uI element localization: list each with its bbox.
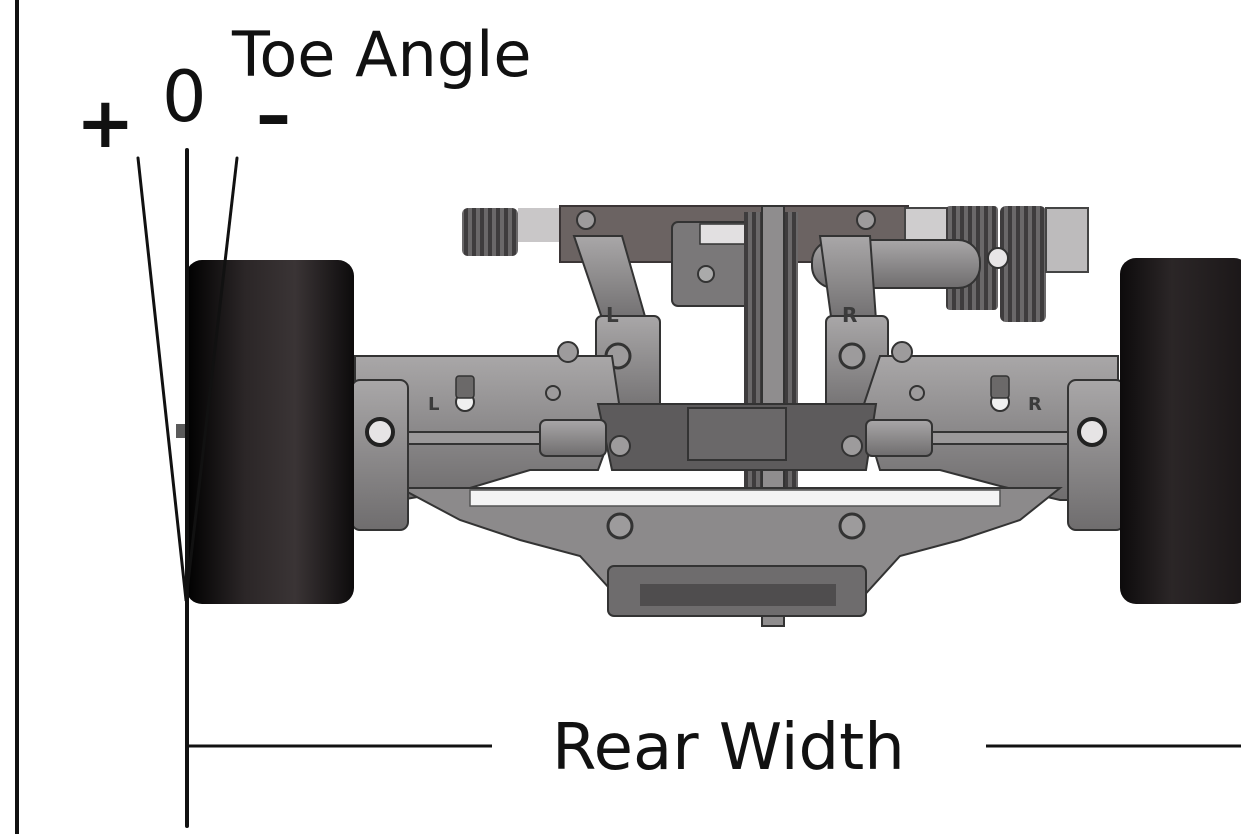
toe-minus-label: – <box>256 74 291 156</box>
upper-right-mark: R <box>842 303 857 327</box>
upper-arms: L R <box>572 235 889 419</box>
toe-angle-label: Toe Angle <box>232 18 532 91</box>
left-tire <box>186 260 354 604</box>
upper-gear-assembly <box>462 205 1089 322</box>
toe-minus-line <box>184 156 239 602</box>
upper-left-mark: L <box>606 303 619 327</box>
toe-plus-label: + <box>76 82 135 164</box>
rear-width-label: Rear Width <box>548 716 909 780</box>
hub-left-mark: L <box>428 394 439 415</box>
toe-plus-line <box>136 156 188 602</box>
right-tire <box>1120 258 1241 604</box>
tie-rods <box>379 419 1091 457</box>
toe-zero-label: 0 <box>162 56 207 138</box>
frame-left-border <box>15 0 19 834</box>
hub-right-mark: R <box>1028 394 1042 415</box>
lower-arm-assembly: L R <box>354 341 1119 617</box>
toe-angle-lines <box>136 148 239 828</box>
